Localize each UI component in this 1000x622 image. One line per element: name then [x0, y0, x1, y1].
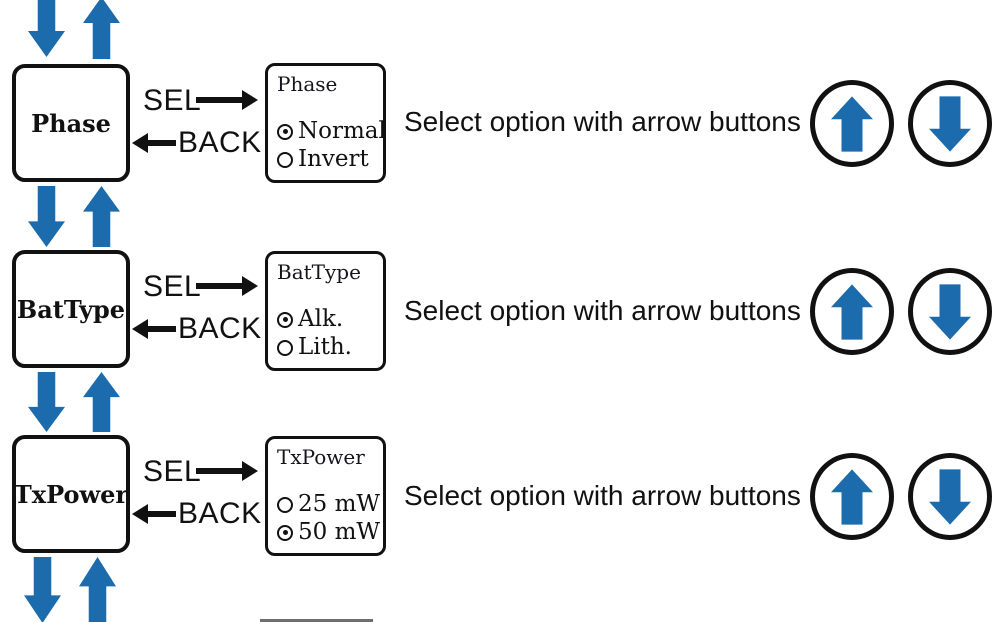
option-screen-title: Phase [277, 72, 338, 96]
instruction-text: Select option with arrow buttons [404, 106, 801, 137]
sel-right-arrow-icon [196, 276, 258, 296]
up-arrow-icon [831, 468, 873, 525]
radio-selected-icon [277, 123, 293, 140]
radio-icon [277, 151, 293, 168]
menu-box-label: TxPower [13, 479, 129, 509]
back-label: BACK [178, 126, 262, 159]
up-arrow-icon [83, 186, 120, 247]
instruction-text: Select option with arrow buttons [404, 295, 801, 326]
up-arrow-button [810, 453, 894, 540]
down-arrow-icon [929, 95, 971, 152]
option-50mw: 50 mW [277, 519, 381, 546]
down-arrow-icon [28, 186, 65, 247]
menu-box-battype: BatType [12, 250, 130, 368]
up-arrow-icon [83, 372, 120, 432]
option-screen-battype: BatType Alk. Lith. [265, 251, 386, 371]
option-screen-title: BatType [277, 260, 361, 284]
radio-selected-icon [277, 524, 293, 541]
down-arrow-icon [24, 557, 61, 622]
back-label: BACK [178, 497, 262, 530]
option-label: Normal [298, 118, 386, 144]
up-arrow-icon [831, 95, 873, 152]
option-screen-txpower: TxPower 25 mW 50 mW [265, 436, 386, 556]
down-arrow-icon [28, 0, 65, 57]
option-screen-phase: Phase Normal Invert [265, 63, 386, 183]
menu-box-label: BatType [16, 294, 126, 324]
down-arrow-icon [929, 283, 971, 340]
option-label: Invert [298, 146, 369, 172]
up-arrow-icon [831, 283, 873, 340]
sel-right-arrow-icon [196, 90, 258, 110]
down-arrow-button [908, 268, 992, 355]
up-arrow-button [810, 268, 894, 355]
option-label: 25 mW [298, 491, 381, 517]
option-25mw: 25 mW [277, 491, 381, 518]
option-alk: Alk. [277, 306, 379, 333]
up-arrow-icon [83, 0, 120, 59]
back-left-arrow-icon [132, 319, 176, 339]
down-arrow-icon [28, 372, 65, 432]
back-left-arrow-icon [132, 133, 176, 153]
menu-box-phase: Phase [12, 64, 130, 182]
sel-label: SEL [143, 84, 202, 117]
option-invert: Invert [277, 146, 379, 173]
option-label: Lith. [298, 334, 352, 360]
sel-right-arrow-icon [196, 461, 258, 481]
menu-box-label: Phase [31, 108, 111, 138]
clipped-next-screen-edge [260, 619, 373, 622]
option-label: 50 mW [298, 519, 381, 545]
option-label: Alk. [298, 306, 344, 332]
sel-label: SEL [143, 455, 202, 488]
option-screen-title: TxPower [277, 445, 365, 469]
radio-selected-icon [277, 311, 293, 328]
radio-icon [277, 496, 293, 513]
down-arrow-button [908, 453, 992, 540]
back-label: BACK [178, 312, 262, 345]
sel-label: SEL [143, 270, 202, 303]
menu-box-txpower: TxPower [12, 435, 130, 553]
down-arrow-icon [929, 468, 971, 525]
instruction-text: Select option with arrow buttons [404, 480, 801, 511]
up-arrow-icon [79, 557, 116, 622]
back-left-arrow-icon [132, 504, 176, 524]
option-lith: Lith. [277, 334, 379, 361]
up-arrow-button [810, 80, 894, 167]
option-normal: Normal [277, 118, 386, 145]
down-arrow-button [908, 80, 992, 167]
radio-icon [277, 339, 293, 356]
